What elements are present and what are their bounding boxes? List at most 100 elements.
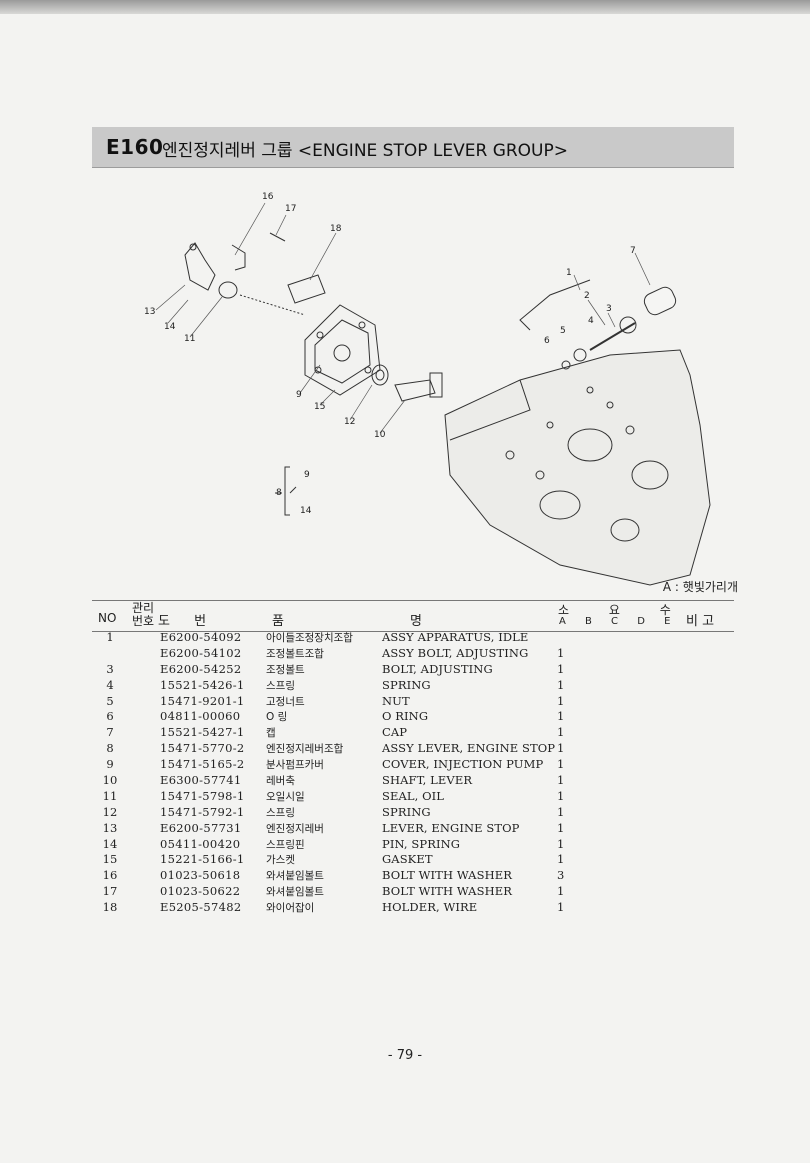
part-name-english: COVER, INJECTION PUMP bbox=[382, 757, 544, 772]
part-quantity: 1 bbox=[557, 804, 565, 819]
table-row: 1 E6200-54092 아이들조정장치조합 ASSY APPARATUS, IDL… bbox=[92, 630, 734, 646]
row-number: 1 bbox=[106, 630, 114, 644]
scan-top-edge bbox=[0, 0, 810, 14]
callout-8: 8 bbox=[276, 488, 282, 498]
section-title-bar: E160 엔진정지레버 그룹 <ENGINE STOP LEVER GROUP> bbox=[92, 127, 734, 168]
row-number: 17 bbox=[102, 884, 118, 899]
part-quantity: 1 bbox=[557, 741, 565, 756]
parts-table-body: 1 E6200-54092 아이들조정장치조합 ASSY APPARATUS, IDL… bbox=[92, 630, 734, 916]
callout-3: 3 bbox=[606, 304, 612, 314]
part-quantity: 1 bbox=[557, 788, 565, 803]
header-qty-variants: A B C D E bbox=[559, 616, 679, 627]
part-number: E6200-54092 bbox=[160, 630, 242, 644]
part-name-korean: 와셔붙임볼트 bbox=[266, 870, 324, 883]
callout-6: 6 bbox=[544, 336, 550, 346]
part-number: E5205-57482 bbox=[160, 900, 242, 915]
part-name-korean: O 링 bbox=[266, 711, 288, 724]
part-name-korean: 스프링 bbox=[266, 806, 295, 819]
row-number: 18 bbox=[102, 900, 118, 915]
row-number: 3 bbox=[106, 661, 114, 676]
part-quantity: 1 bbox=[557, 677, 565, 692]
part-quantity: 1 bbox=[557, 900, 565, 915]
part-number: 01023-50618 bbox=[160, 868, 241, 883]
part-number: E6300-57741 bbox=[160, 773, 242, 788]
part-name-english: SHAFT, LEVER bbox=[382, 773, 473, 788]
part-name-korean: 엔진정지레버조합 bbox=[266, 743, 344, 756]
row-number: 8 bbox=[106, 741, 114, 756]
part-number: 15471-5770-2 bbox=[160, 741, 245, 756]
part-quantity: 1 bbox=[557, 773, 565, 788]
parts-table-header: NO 관리 번호 도 번 품 명 소 요 수 A B C D E 비 고 bbox=[92, 600, 734, 632]
part-name-korean: 스프링 bbox=[266, 679, 295, 692]
row-number: 10 bbox=[102, 773, 118, 788]
row-number: 4 bbox=[106, 677, 114, 692]
part-number: E6200-57731 bbox=[160, 820, 242, 835]
callout-14: 14 bbox=[164, 322, 176, 332]
part-number: 15471-9201-1 bbox=[160, 693, 245, 708]
part-number: E6200-54102 bbox=[160, 645, 242, 660]
header-name-1: 품 bbox=[272, 614, 284, 629]
callout-14b: 14 bbox=[300, 506, 312, 516]
part-name-korean: 분사펌프카버 bbox=[266, 759, 324, 772]
part-name-korean: 와이어잡이 bbox=[266, 902, 315, 915]
part-name-korean: 아이들조정장치조합 bbox=[266, 632, 353, 644]
header-qty: 소 요 수 bbox=[558, 603, 689, 617]
row-number: 7 bbox=[106, 725, 114, 740]
part-name-korean: 엔진정지레버 bbox=[266, 822, 324, 835]
callout-18: 18 bbox=[330, 224, 342, 234]
part-number: 05411-00420 bbox=[160, 836, 241, 851]
part-quantity: 1 bbox=[557, 836, 565, 851]
callout-4: 4 bbox=[588, 316, 594, 326]
part-name-english: PIN, SPRING bbox=[382, 836, 461, 851]
callout-12: 12 bbox=[344, 417, 355, 427]
header-mgmt-no: 관리 번호 bbox=[131, 601, 155, 628]
sunshade-note: A : 햇빛가리개 bbox=[662, 580, 738, 594]
part-name-english: SEAL, OIL bbox=[382, 788, 445, 803]
part-name-korean: 조정볼트조합 bbox=[266, 647, 324, 660]
callout-16: 16 bbox=[262, 192, 274, 202]
part-number: 01023-50622 bbox=[160, 884, 241, 899]
part-name-english: SPRING bbox=[382, 804, 431, 819]
part-number: E6200-54252 bbox=[160, 661, 242, 676]
part-name-english: LEVER, ENGINE STOP bbox=[382, 820, 520, 835]
callout-9: 9 bbox=[296, 390, 302, 400]
part-name-korean: 조정볼트 bbox=[266, 663, 305, 676]
part-name-english: NUT bbox=[382, 693, 410, 708]
page-number: - 79 - bbox=[387, 1048, 423, 1063]
part-quantity: 1 bbox=[557, 757, 565, 772]
row-number: 5 bbox=[106, 693, 114, 708]
header-remark: 비 고 bbox=[686, 614, 715, 629]
part-quantity: 1 bbox=[557, 709, 565, 724]
part-name-english: SPRING bbox=[382, 677, 431, 692]
part-name-english: BOLT WITH WASHER bbox=[382, 884, 512, 899]
callout-13: 13 bbox=[144, 307, 155, 317]
part-number: 15471-5798-1 bbox=[160, 788, 245, 803]
part-number: 15521-5427-1 bbox=[160, 725, 245, 740]
callout-1: 1 bbox=[566, 268, 572, 278]
row-number: 6 bbox=[106, 709, 114, 724]
part-number: 15221-5166-1 bbox=[160, 852, 245, 867]
part-name-english: HOLDER, WIRE bbox=[382, 900, 478, 915]
callout-11: 11 bbox=[184, 334, 195, 344]
part-name-english: BOLT, ADJUSTING bbox=[382, 661, 493, 676]
header-name-2: 명 bbox=[410, 614, 422, 629]
callout-9b: 9 bbox=[304, 470, 310, 480]
callout-15: 15 bbox=[314, 402, 325, 412]
part-name-english: ASSY APPARATUS, IDLE bbox=[382, 630, 529, 644]
exploded-parts-diagram: 16 17 18 1 7 2 3 4 5 6 13 14 11 9 15 12 … bbox=[144, 192, 711, 586]
part-name-english: BOLT WITH WASHER bbox=[382, 868, 512, 883]
part-quantity: 1 bbox=[557, 820, 565, 835]
part-name-korean: 고정너트 bbox=[266, 695, 305, 708]
table-row: 18 E5205-57482 와이어잡이 HOLDER, WIRE 1 bbox=[92, 900, 734, 916]
part-name-english: CAP bbox=[382, 725, 408, 740]
